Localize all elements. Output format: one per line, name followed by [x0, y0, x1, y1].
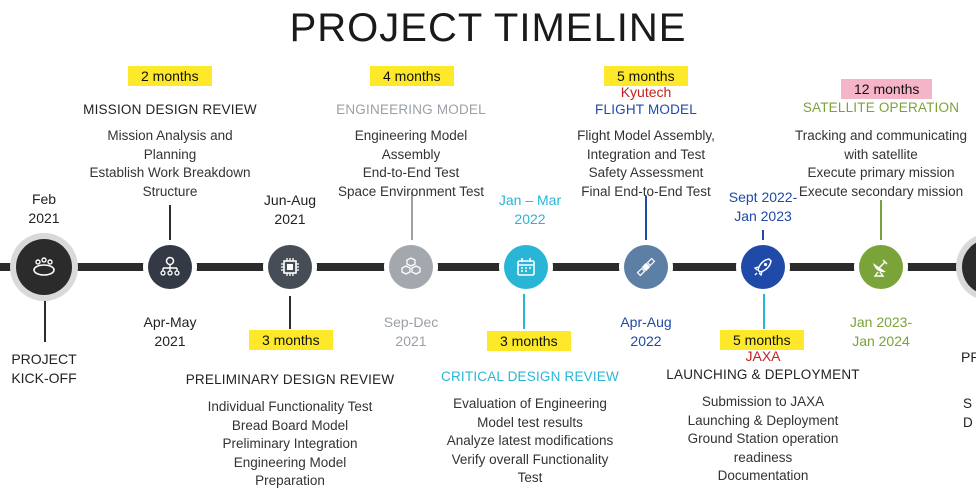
- em-node: [389, 245, 433, 289]
- page-title: PROJECT TIMELINE: [289, 6, 687, 50]
- fm-duration: 5 months: [604, 66, 688, 86]
- fm-phase-title: FLIGHT MODEL: [595, 102, 697, 117]
- group-meeting-icon: [33, 257, 55, 276]
- stem-fm: [645, 196, 647, 243]
- cdr-node: [504, 245, 548, 289]
- stem-launch: [763, 292, 765, 329]
- em-phase-title: ENGINEERING MODEL: [336, 102, 486, 117]
- stem-launch-top: [762, 230, 764, 244]
- ops-duration: 12 months: [841, 79, 933, 99]
- launch-duration: 5 months: [720, 330, 804, 350]
- hierarchy-icon: [160, 256, 180, 276]
- launch-phase-title: LAUNCHING & DEPLOYMENT: [666, 367, 860, 382]
- fm-organization: Kyutech: [620, 84, 672, 100]
- fm-tasks: Flight Model Assembly,Integration and Te…: [577, 128, 715, 199]
- mdr-node: [148, 245, 192, 289]
- partial-node: [962, 239, 976, 295]
- stem-ops: [880, 200, 882, 244]
- mdr-duration: 2 months: [128, 66, 212, 86]
- launch-organization: JAXA: [745, 348, 781, 364]
- ops-node: [859, 245, 903, 289]
- calendar-icon: [517, 258, 535, 276]
- ops-phase-title: SATELLITE OPERATION: [802, 100, 960, 115]
- partial-label: PR: [961, 349, 976, 365]
- em-duration: 4 months: [370, 66, 454, 86]
- stem-mdr: [169, 205, 171, 245]
- timeline-bar: [0, 263, 976, 271]
- pdr-phase-title: PRELIMINARY DESIGN REVIEW: [185, 372, 395, 387]
- satellite-dish-icon: [873, 259, 888, 277]
- launch-node: [741, 245, 785, 289]
- stem-pdr: [289, 296, 291, 329]
- launch-date: Sept 2022-Jan 2023: [728, 189, 798, 224]
- cdr-duration: 3 months: [487, 331, 571, 351]
- fm-node: [624, 245, 668, 289]
- stem-kickoff: [44, 292, 46, 342]
- pdr-node: [268, 245, 312, 289]
- mdr-phase-title: MISSION DESIGN REVIEW: [83, 102, 257, 117]
- cubes-icon: [401, 257, 421, 275]
- cdr-phase-title: CRITICAL DESIGN REVIEW: [441, 369, 619, 384]
- stem-em: [411, 192, 413, 242]
- kickoff-node: [16, 239, 72, 295]
- pdr-duration: 3 months: [249, 330, 333, 350]
- stem-cdr: [523, 292, 525, 329]
- ops-date: Jan 2023-Jan 2024: [849, 314, 913, 349]
- satellite-icon: [636, 257, 656, 277]
- chip-icon: [281, 258, 299, 276]
- rocket-icon: [753, 258, 772, 277]
